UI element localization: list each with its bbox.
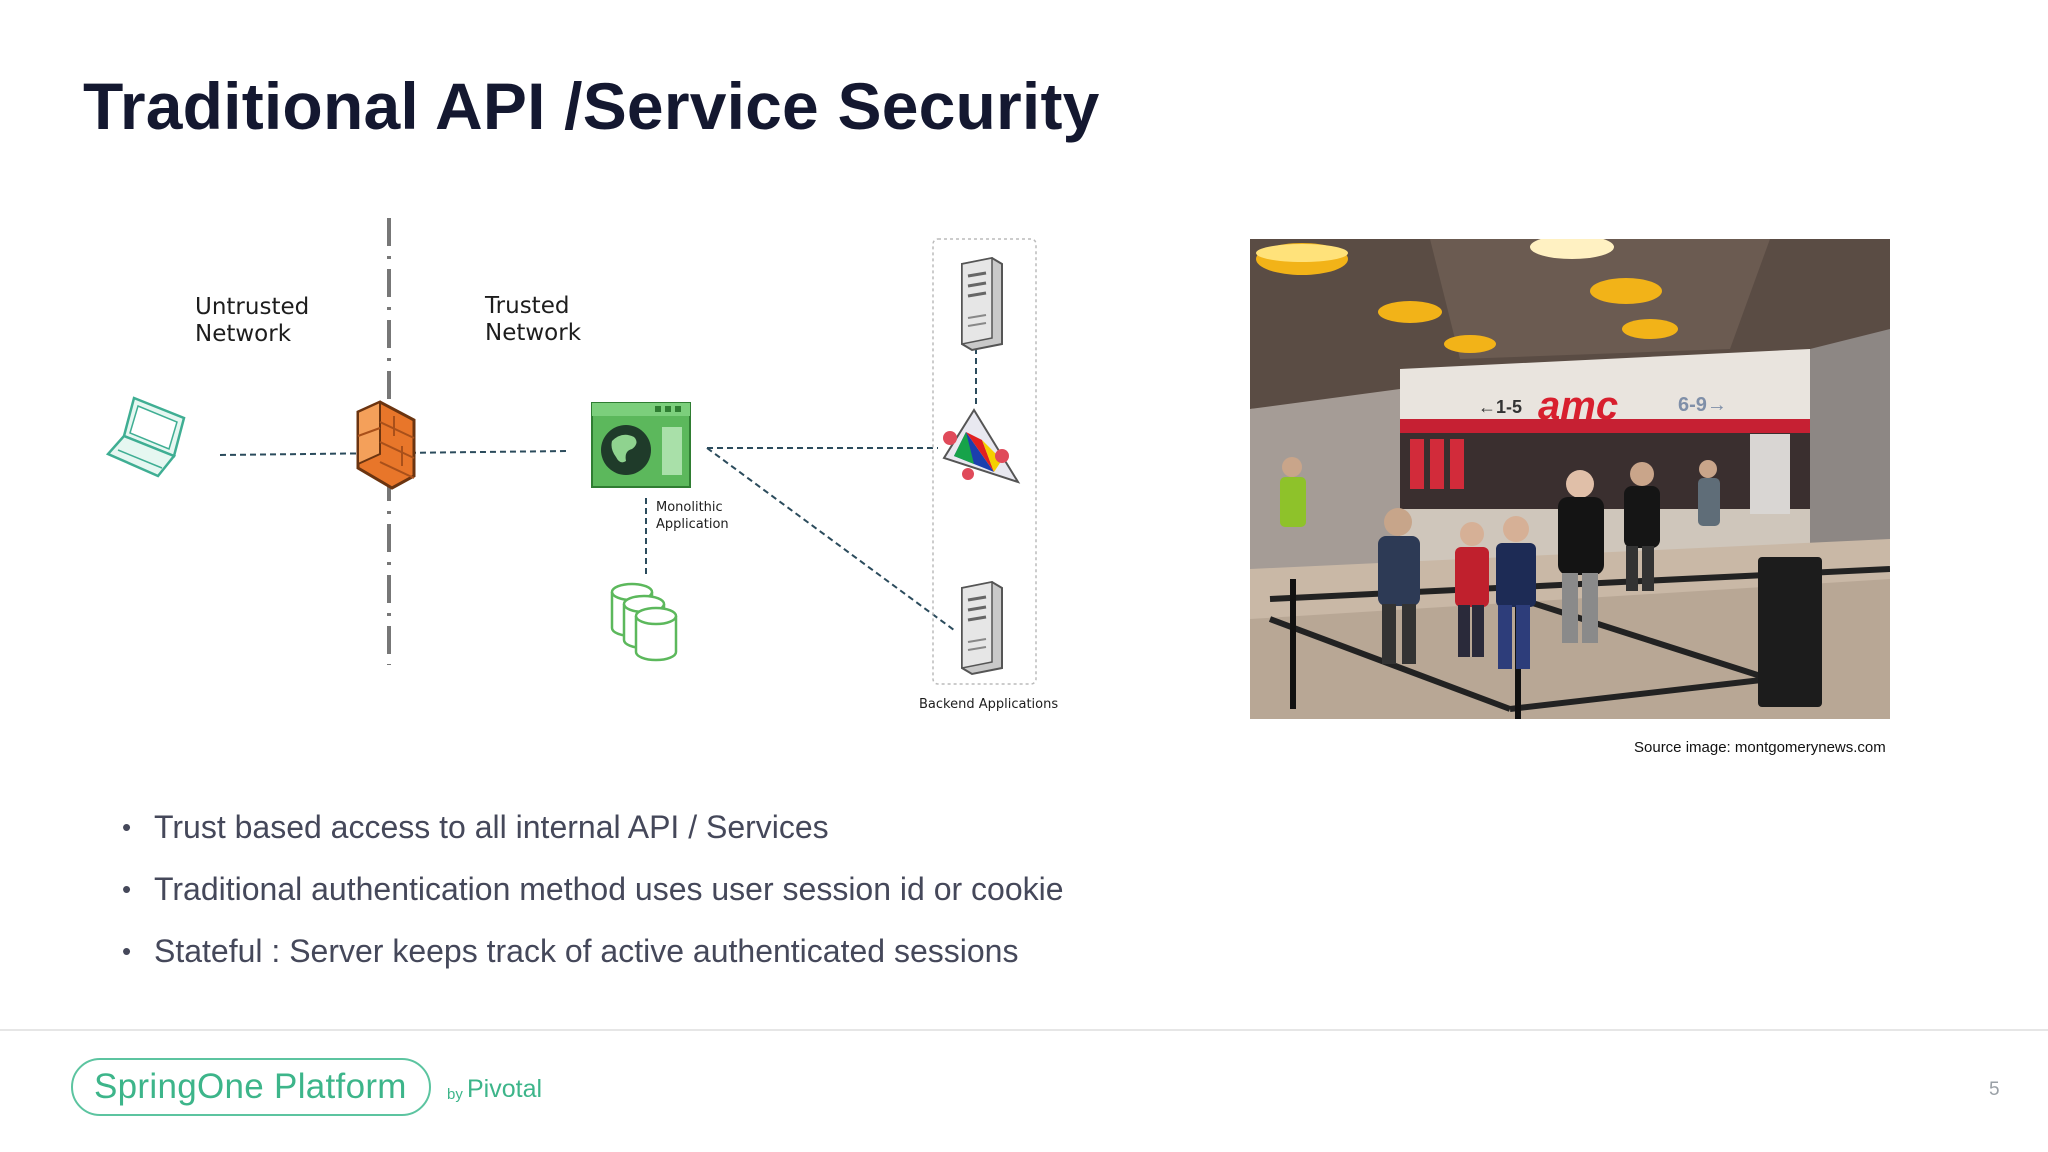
- app-label-2: Application: [656, 517, 729, 532]
- bullet-text: Trust based access to all internal API /…: [154, 809, 829, 845]
- sign-right-text: 6-9→: [1678, 394, 1727, 416]
- bullet-text: Stateful : Server keeps track of active …: [154, 933, 1019, 969]
- company-logo-text: Pivotal: [467, 1075, 543, 1103]
- connection-app-backend: [706, 447, 955, 631]
- footer-divider: [0, 1029, 2048, 1031]
- brand-logo-outline: [71, 1058, 431, 1116]
- bullet-item: • Trust based access to all internal API …: [118, 796, 1064, 858]
- application-window-icon: [591, 402, 691, 488]
- network-diagram: Untrusted Network Trusted Network: [90, 218, 1080, 730]
- bullet-list: • Trust based access to all internal API …: [118, 796, 1064, 982]
- bullet-dot: •: [122, 874, 132, 904]
- app-label-1: Monolithic: [656, 500, 723, 515]
- pyramid-service-icon: [942, 408, 1021, 484]
- trusted-label-2: Network: [485, 320, 582, 346]
- database-icon: [610, 582, 678, 662]
- server-icon: [961, 580, 1003, 676]
- trusted-label-1: Trusted: [484, 293, 569, 319]
- backend-applications-label: Backend Applications: [919, 697, 1058, 712]
- slide-title: Traditional API /Service Security: [83, 69, 1100, 143]
- photo-source-caption: Source image: montgomerynews.com: [1634, 739, 1886, 756]
- brand-logo-text: SpringOne Platform: [94, 1067, 407, 1106]
- server-icon: [961, 256, 1003, 352]
- bullet-dot: •: [122, 936, 132, 966]
- backend-group-box: [932, 238, 1037, 685]
- page-number: 5: [1989, 1079, 2000, 1100]
- cinema-lobby-photo: ←1-5 amc 6-9→: [1250, 239, 1890, 719]
- bullet-item: • Stateful : Server keeps track of active…: [118, 920, 1064, 982]
- untrusted-label-1: Untrusted: [195, 294, 309, 320]
- sign-brand-text: amc: [1538, 384, 1618, 428]
- brand-by-text: by: [447, 1086, 463, 1103]
- sign-left-text: ←1-5: [1478, 397, 1522, 417]
- network-diagram-svg: Untrusted Network Trusted Network: [105, 218, 1058, 712]
- bullet-item: • Traditional authentication method uses …: [118, 858, 1064, 920]
- bullet-text: Traditional authentication method uses u…: [154, 871, 1064, 907]
- cinema-lobby-illustration: ←1-5 amc 6-9→: [1250, 239, 1890, 719]
- untrusted-label-2: Network: [195, 321, 292, 347]
- laptop-icon: [105, 396, 186, 478]
- firewall-icon: [356, 400, 416, 490]
- bullet-dot: •: [122, 812, 132, 842]
